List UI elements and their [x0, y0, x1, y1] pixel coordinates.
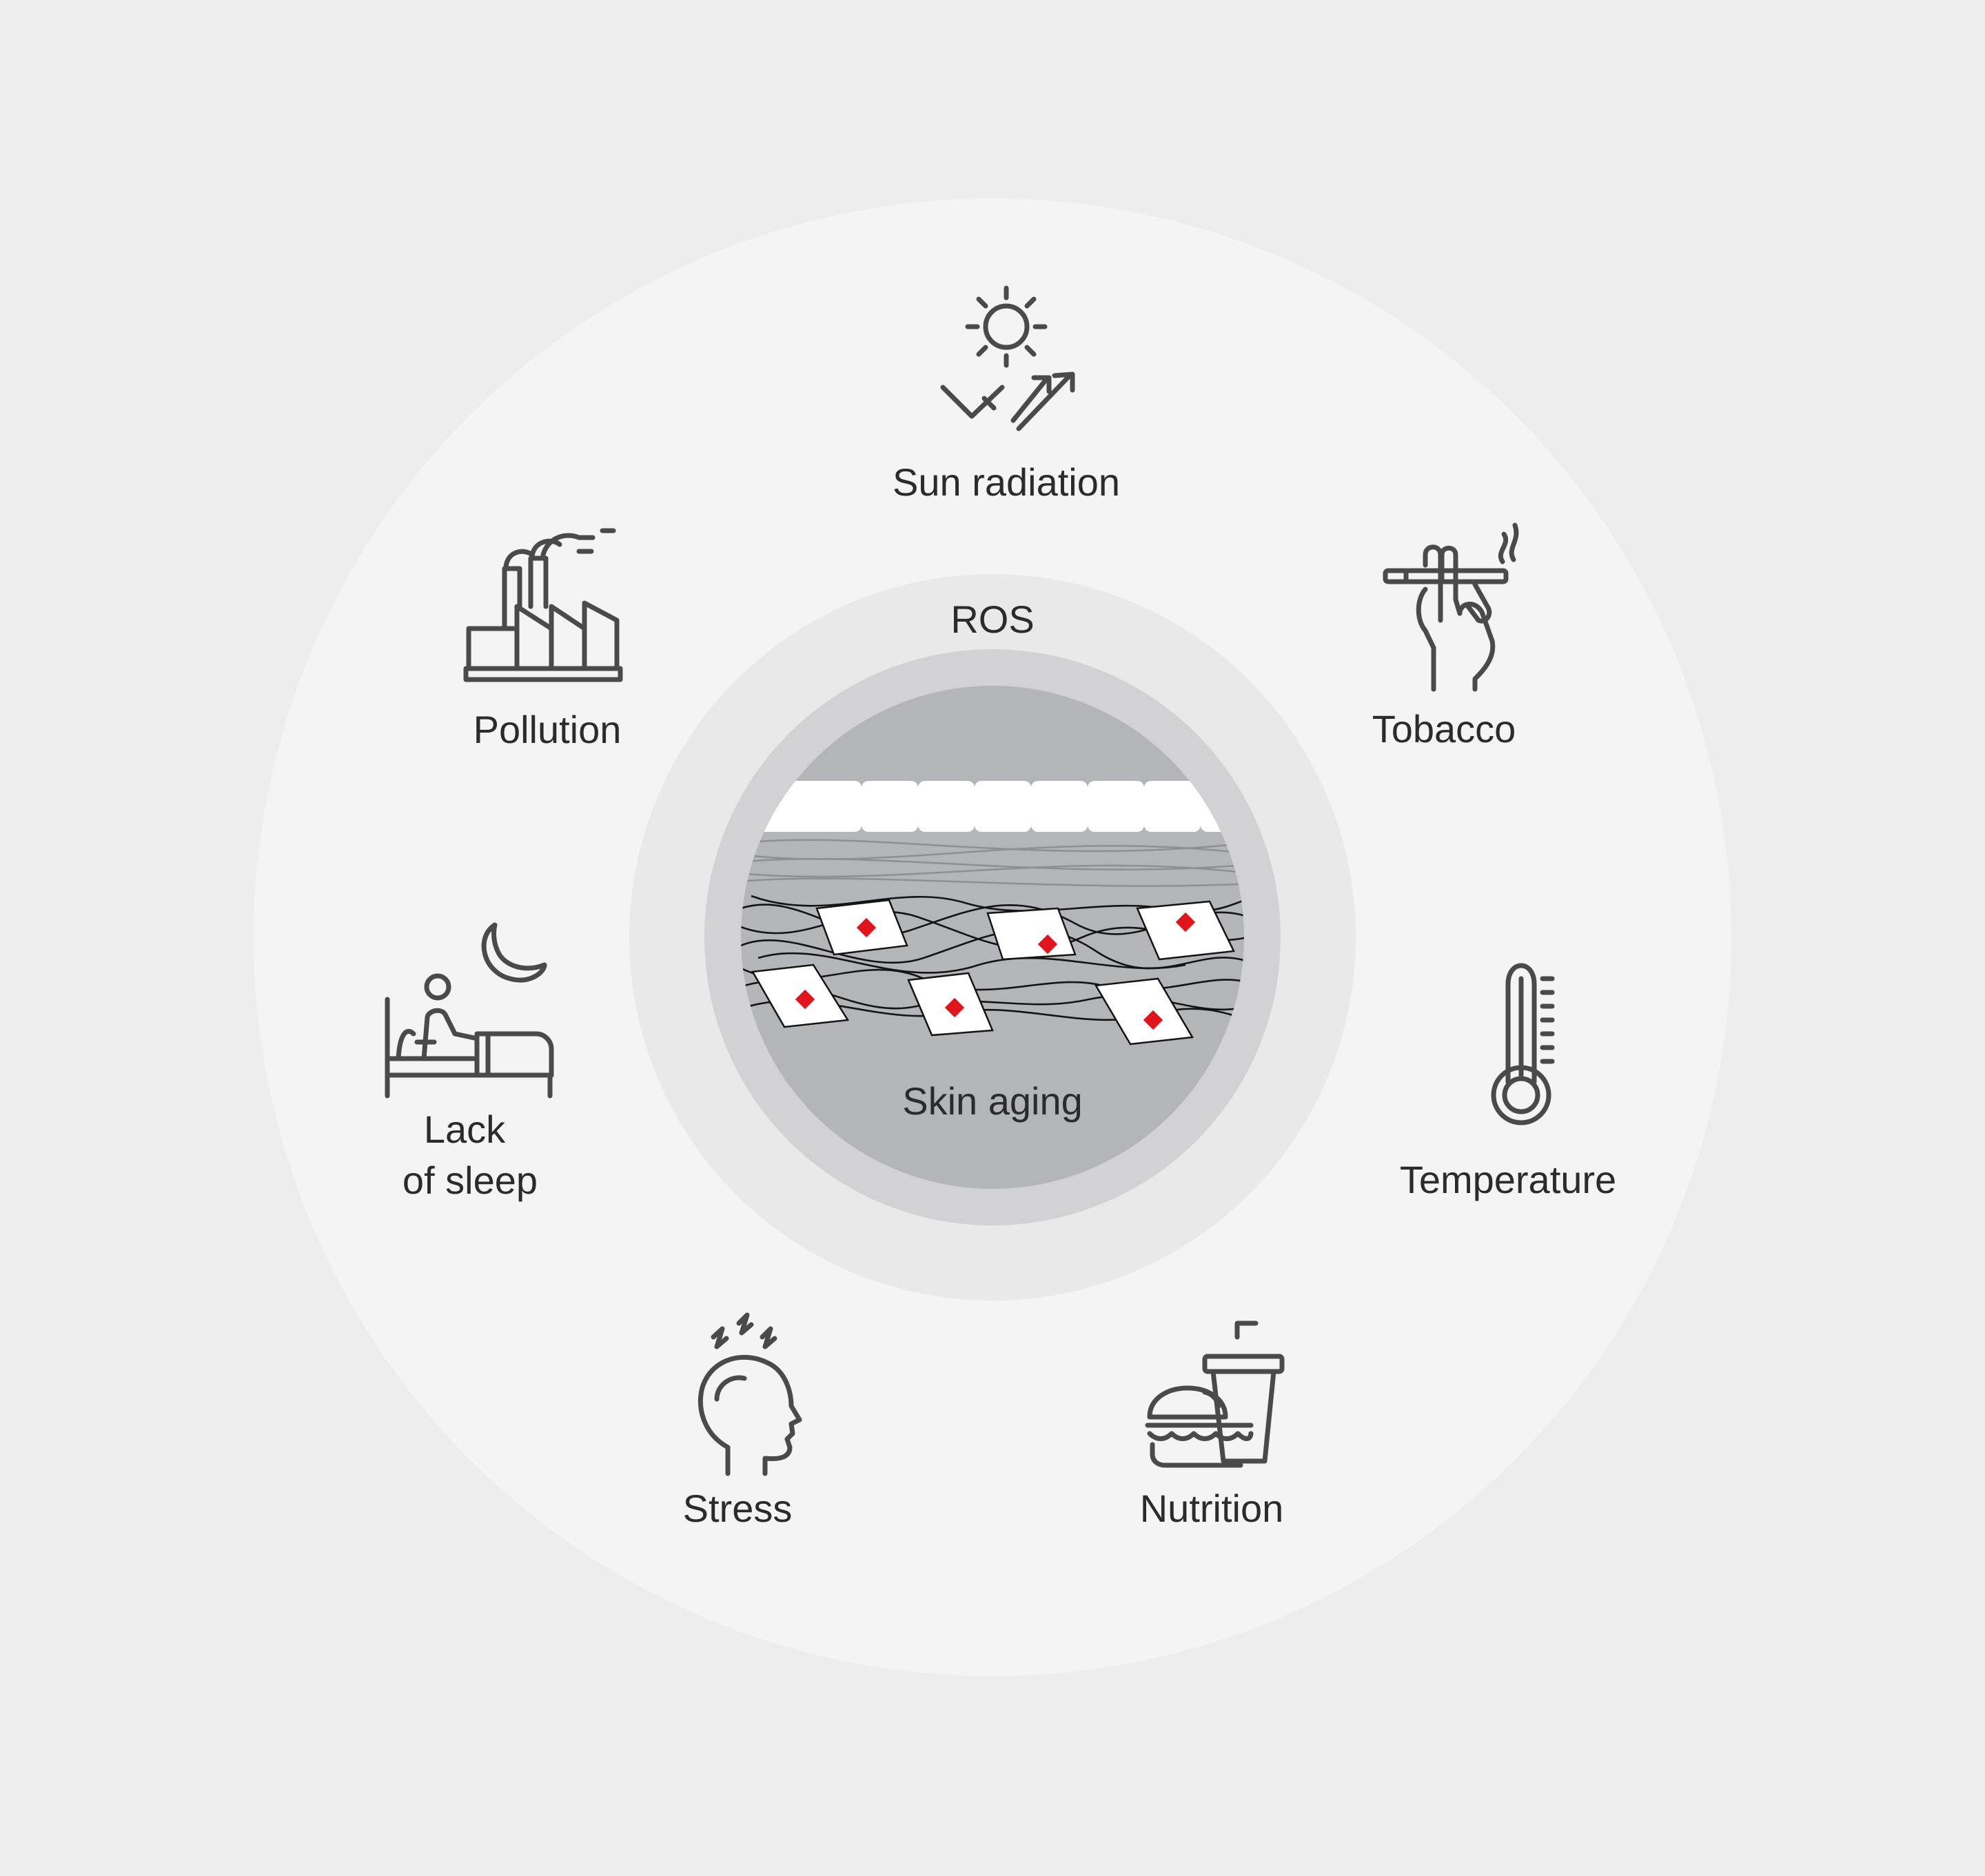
damaged-cell	[986, 907, 1077, 961]
center-title: Skin aging	[902, 1079, 1083, 1123]
factor-tobacco: Tobacco	[1372, 522, 1519, 751]
dermis-lines	[741, 839, 1244, 887]
epidermis-cells	[758, 781, 1244, 832]
factor-label-line2: of sleep	[403, 1159, 538, 1202]
factor-label: Sun radiation	[893, 460, 1120, 504]
factory-icon	[463, 528, 623, 682]
ros-label: ROS	[950, 598, 1034, 641]
damaged-cell	[1094, 977, 1194, 1046]
bed-moon-icon	[385, 922, 554, 1099]
factor-sun-radiation: Sun radiation	[893, 285, 1120, 504]
factor-temperature: Temperature	[1400, 963, 1616, 1201]
damaged-cell	[1136, 900, 1235, 961]
factor-stress: Stress	[683, 1312, 802, 1530]
damaged-cells	[751, 899, 1235, 1046]
factor-nutrition: Nutrition	[1140, 1321, 1285, 1530]
burger-drink-icon	[1145, 1321, 1285, 1468]
factor-label: Lack	[424, 1108, 506, 1151]
factor-pollution: Pollution	[463, 528, 623, 751]
skin-layers-illustration	[741, 781, 1244, 1046]
sun-radiation-icon	[940, 285, 1075, 431]
factor-label: Temperature	[1400, 1158, 1616, 1201]
factor-label: Tobacco	[1372, 707, 1516, 751]
damaged-cell	[815, 899, 908, 956]
factor-label: Nutrition	[1140, 1487, 1284, 1530]
factor-lack-of-sleep: Lack of sleep	[385, 922, 554, 1202]
damaged-cell	[907, 972, 994, 1037]
stressed-head-icon	[698, 1312, 802, 1476]
cigarette-hand-icon	[1383, 522, 1519, 692]
damaged-cell	[751, 964, 850, 1028]
factor-label: Stress	[683, 1487, 793, 1530]
factor-label: Pollution	[474, 708, 622, 751]
thermometer-icon	[1491, 963, 1555, 1125]
